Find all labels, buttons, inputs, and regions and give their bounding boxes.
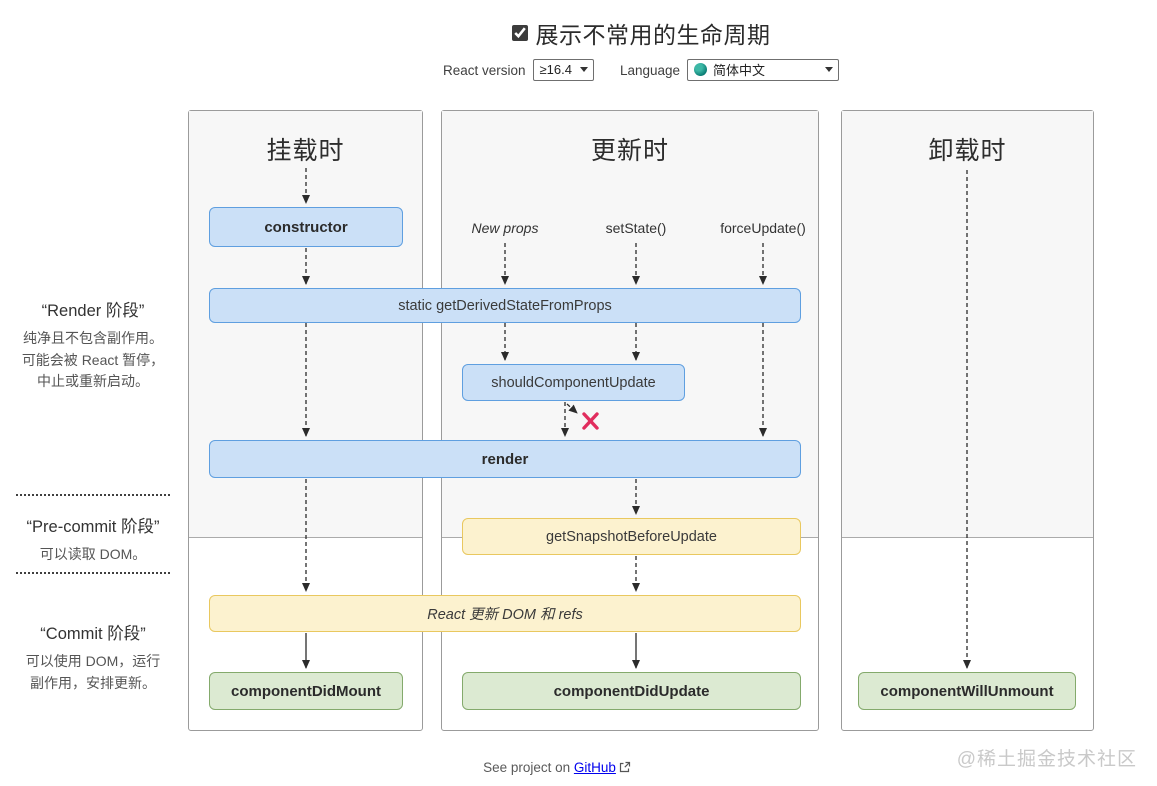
trigger-force-update: forceUpdate() [720,220,806,236]
node-render[interactable]: render [209,440,801,478]
trigger-set-state: setState() [605,220,667,236]
github-link[interactable]: GitHub [573,760,616,775]
phase-title: “Commit 阶段” [40,625,146,643]
language-select[interactable]: 简体中文 [687,59,840,81]
external-link-icon [619,761,631,773]
watermark: @稀土掘金技术社区 [956,749,1137,770]
node-component-will-unmount[interactable]: componentWillUnmount [858,672,1076,710]
panel-updating: 更新时 [441,110,819,731]
language-value: 简体中文 [713,63,766,78]
phase-title: “Pre-commit 阶段” [26,518,160,536]
chevron-down-icon [579,67,588,72]
node-component-did-update[interactable]: componentDidUpdate [462,672,801,710]
react-version-select[interactable]: ≥16.4 [532,59,594,81]
node-get-snapshot-before-update[interactable]: getSnapshotBeforeUpdate [462,518,801,555]
node-constructor[interactable]: constructor [209,207,403,247]
phase-note-precommit: “Pre-commit 阶段” 可以读取 DOM。 [0,513,186,566]
panel-mounting: 挂载时 [188,110,423,731]
footer: See project on GitHub [0,760,1114,775]
node-react-updates-dom: React 更新 DOM 和 refs [209,595,801,632]
node-get-derived-state-from-props[interactable]: static getDerivedStateFromProps [209,288,801,323]
phase-note-commit: “Commit 阶段” 可以使用 DOM，运行 副作用，安排更新。 [0,620,186,694]
react-version-value: ≥16.4 [539,62,572,77]
globe-icon [694,63,708,76]
phase-desc-line: 中止或重新启动。 [37,373,149,389]
column-title-mounting: 挂载时 [266,137,345,165]
language-label: Language [619,62,681,78]
phase-desc-line: 副作用，安排更新。 [30,674,156,691]
phase-desc-line: 纯净且不包含副作用。 [23,330,163,346]
node-component-did-mount[interactable]: componentDidMount [209,672,403,710]
phase-divider [16,572,170,574]
controls-row: React version ≥16.4 Language 简体中文 [125,59,1157,81]
column-title-updating: 更新时 [590,137,669,165]
panel-unmounting: 卸载时 [841,110,1094,731]
phase-note-render: “Render 阶段” 纯净且不包含副作用。 可能会被 React 暂停， 中止… [0,297,186,393]
trigger-new-props: New props [471,220,539,236]
phase-desc-line: 可以使用 DOM，运行 [25,653,161,669]
footer-text: See project on [483,760,571,775]
phase-desc-line: 可以读取 DOM。 [39,546,147,562]
phase-desc-line: 可能会被 React 暂停， [21,351,165,368]
page-title: 展示不常用的生命周期 [535,22,771,48]
phase-title: “Render 阶段” [41,302,145,320]
column-title-unmounting: 卸载时 [928,137,1007,165]
chevron-down-icon [825,67,834,72]
phase-divider [16,494,170,496]
show-less-common-checkbox[interactable] [511,25,528,41]
react-version-label: React version [442,62,526,78]
header: 展示不常用的生命周期 [125,16,1157,50]
render-phase-zone [842,111,1093,538]
node-should-component-update[interactable]: shouldComponentUpdate [462,364,685,401]
